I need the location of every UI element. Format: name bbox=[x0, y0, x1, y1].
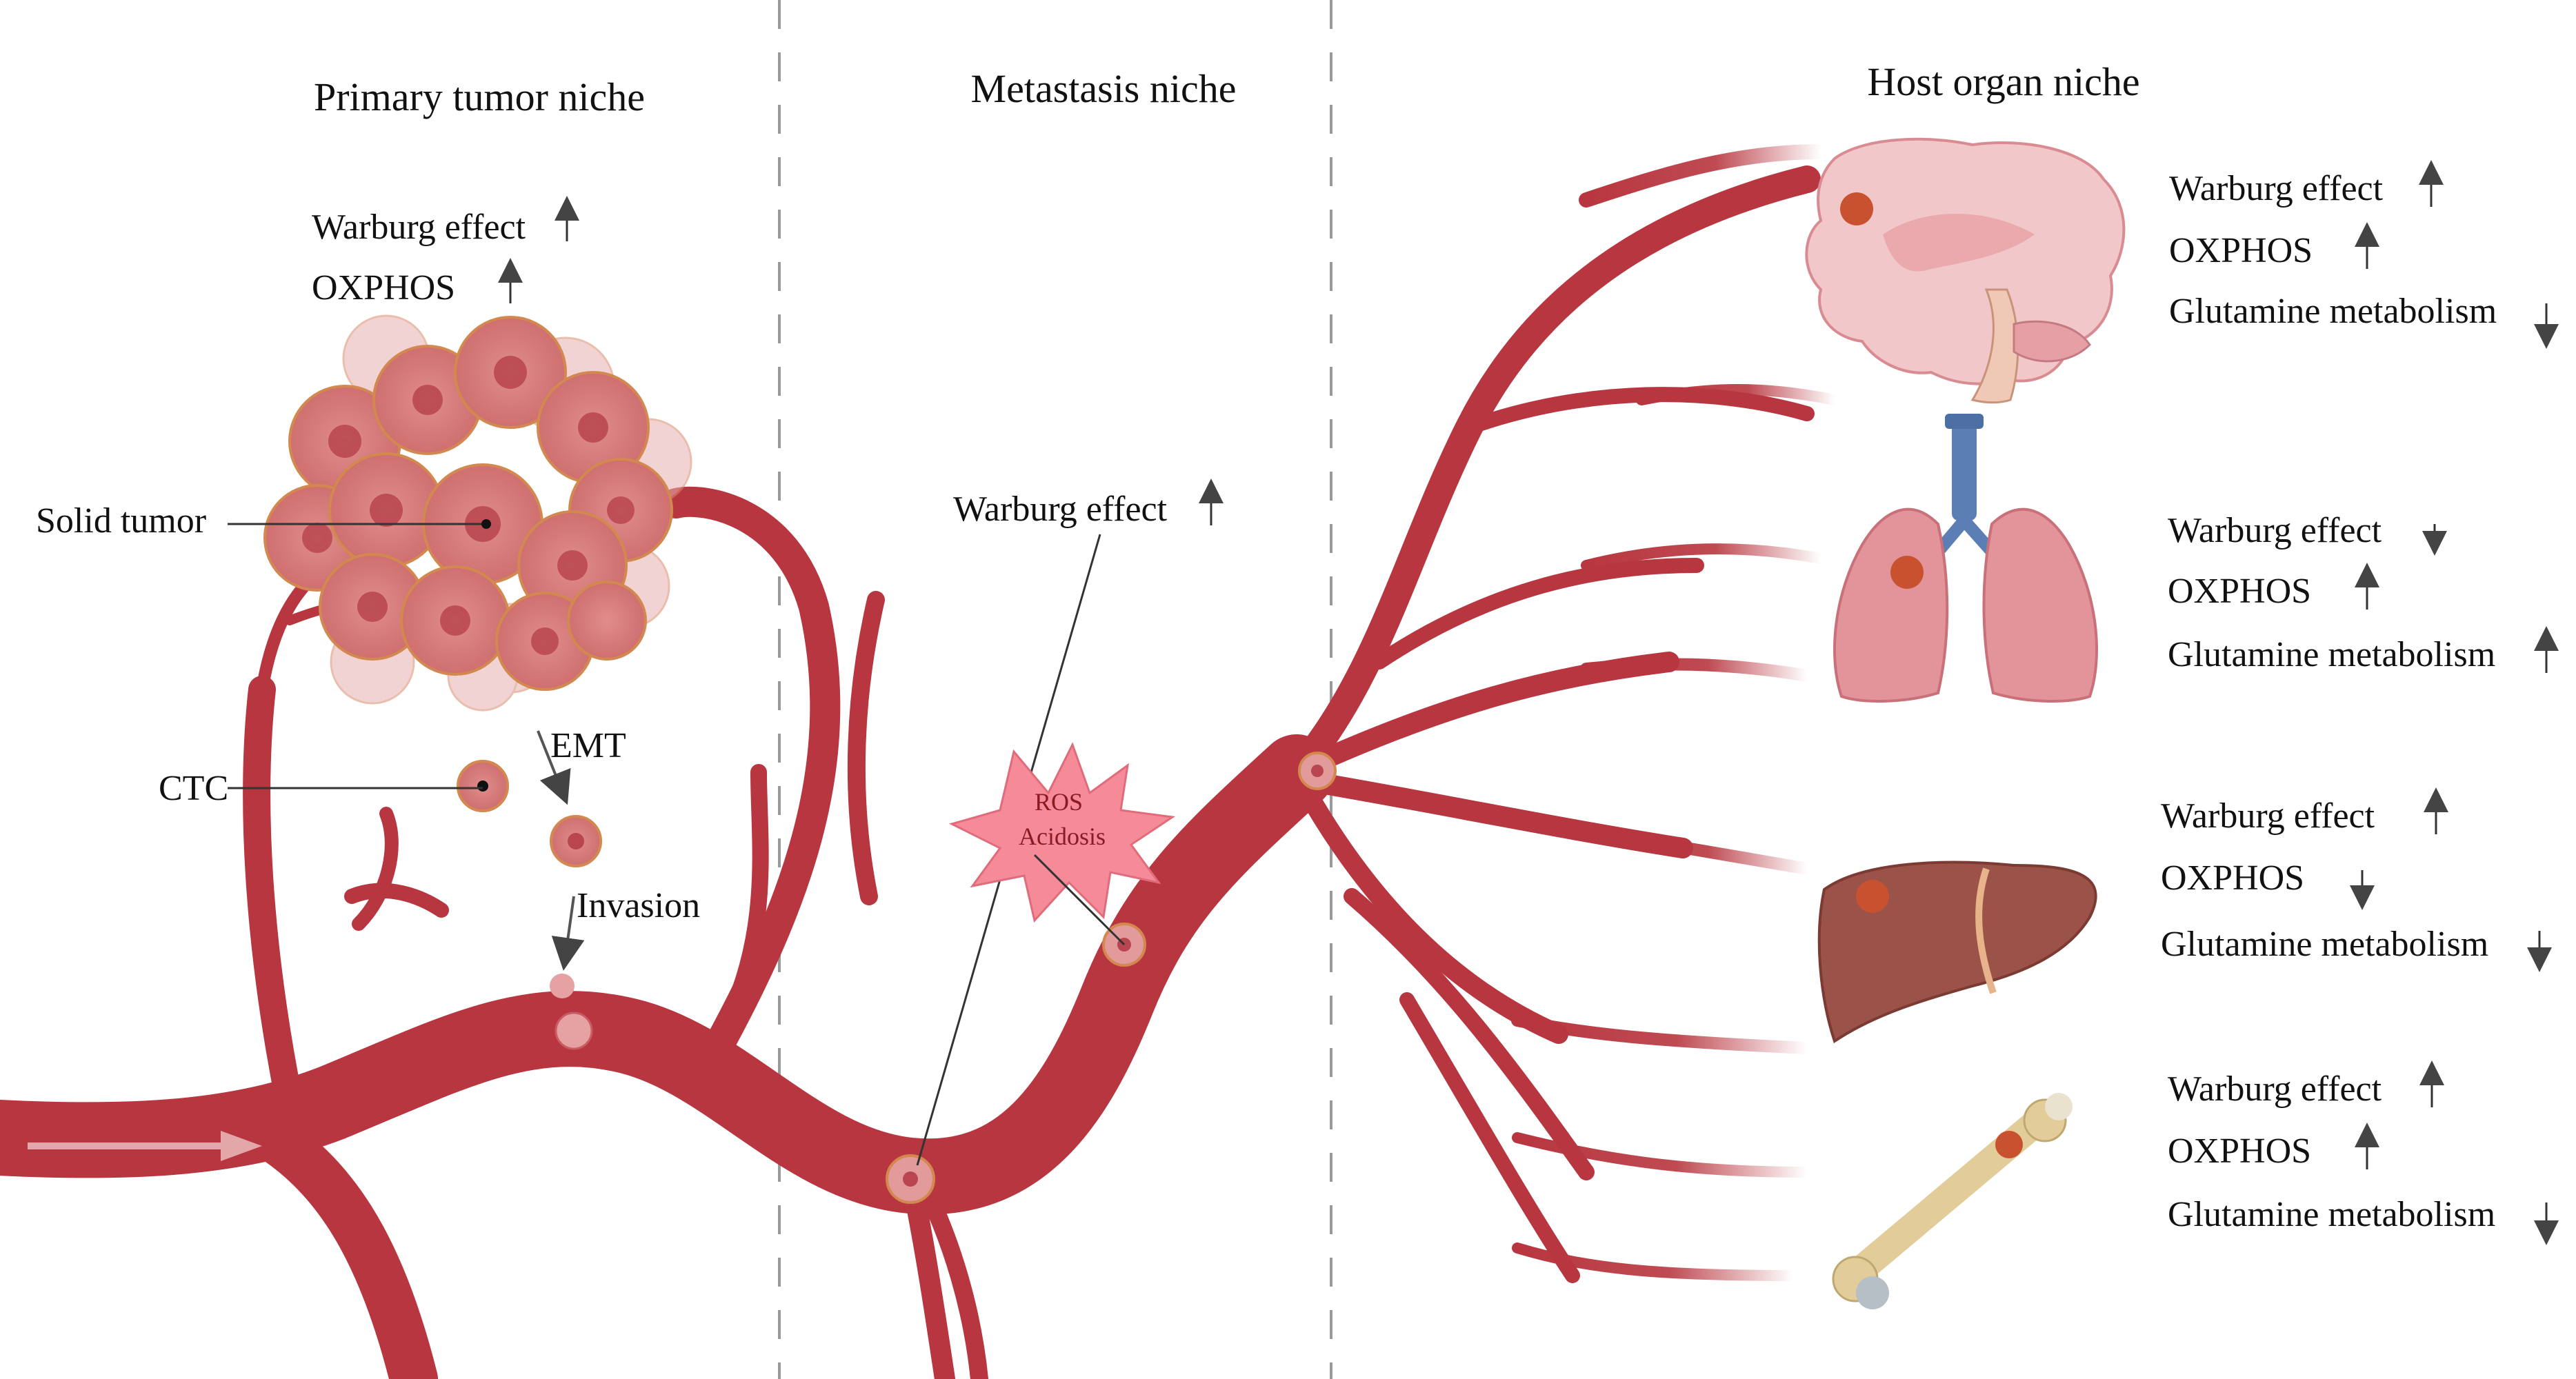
primary-niche-title: Primary tumor niche bbox=[314, 74, 645, 119]
bone-glutamine-label: Glutamine metabolism bbox=[2168, 1195, 2495, 1234]
ros-label: ROS bbox=[1035, 788, 1083, 816]
invasion-arrow bbox=[551, 896, 585, 971]
circulating-cell bbox=[1298, 752, 1337, 790]
ctc-label: CTC bbox=[159, 769, 228, 808]
liver-oxphos-label: OXPHOS bbox=[2161, 858, 2304, 898]
invasion-label: Invasion bbox=[577, 886, 700, 925]
lung-icon bbox=[1833, 414, 2098, 703]
host-niche-title: Host organ niche bbox=[1867, 59, 2139, 104]
ros-acidosis-star bbox=[948, 742, 1176, 923]
primary-oxphos-label: OXPHOS bbox=[312, 268, 455, 308]
liver-icon bbox=[1817, 860, 2097, 1044]
bone-oxphos-label: OXPHOS bbox=[2168, 1131, 2311, 1171]
liver-metabolism-labels: Warburg effect OXPHOS Glutamine metaboli… bbox=[2161, 787, 2552, 972]
brain-metabolism-labels: Warburg effect OXPHOS Glutamine metaboli… bbox=[2169, 160, 2559, 349]
emt-cell bbox=[550, 815, 602, 867]
brain-oxphos-label: OXPHOS bbox=[2169, 231, 2313, 270]
metastasis-niche-title: Metastasis niche bbox=[971, 66, 1237, 111]
vessel-tips bbox=[1511, 144, 1840, 1281]
solid-tumor bbox=[263, 314, 692, 712]
lung-warburg-label: Warburg effect bbox=[2168, 511, 2382, 550]
lung-metabolism-labels: Warburg effect OXPHOS Glutamine metaboli… bbox=[2168, 511, 2559, 674]
brain-warburg-label: Warburg effect bbox=[2169, 169, 2384, 208]
brain-glutamine-label: Glutamine metabolism bbox=[2169, 292, 2497, 331]
lung-oxphos-label: OXPHOS bbox=[2168, 572, 2311, 611]
liver-warburg-label: Warburg effect bbox=[2161, 796, 2375, 836]
blood-vessel-network bbox=[0, 165, 1821, 1379]
solid-tumor-label: Solid tumor bbox=[36, 501, 206, 541]
bone-icon bbox=[1832, 1093, 2073, 1309]
emt-label: EMT bbox=[550, 726, 626, 765]
brain-icon bbox=[1805, 137, 2126, 404]
invading-cell bbox=[550, 974, 593, 1050]
flow-arrow-head bbox=[221, 1131, 262, 1161]
star-pointer bbox=[1033, 854, 1126, 946]
ctc-cell bbox=[457, 760, 509, 812]
primary-warburg-label: Warburg effect bbox=[312, 208, 526, 247]
metastasis-warburg-label: Warburg effect bbox=[953, 490, 1168, 529]
liver-glutamine-label: Glutamine metabolism bbox=[2161, 925, 2488, 964]
bone-metabolism-labels: Warburg effect OXPHOS Glutamine metaboli… bbox=[2168, 1060, 2559, 1245]
acidosis-label: Acidosis bbox=[1019, 823, 1106, 850]
emt-arrow bbox=[537, 730, 571, 805]
bone-warburg-label: Warburg effect bbox=[2168, 1069, 2382, 1109]
circulating-cell bbox=[886, 1154, 935, 1204]
lung-glutamine-label: Glutamine metabolism bbox=[2168, 635, 2495, 674]
